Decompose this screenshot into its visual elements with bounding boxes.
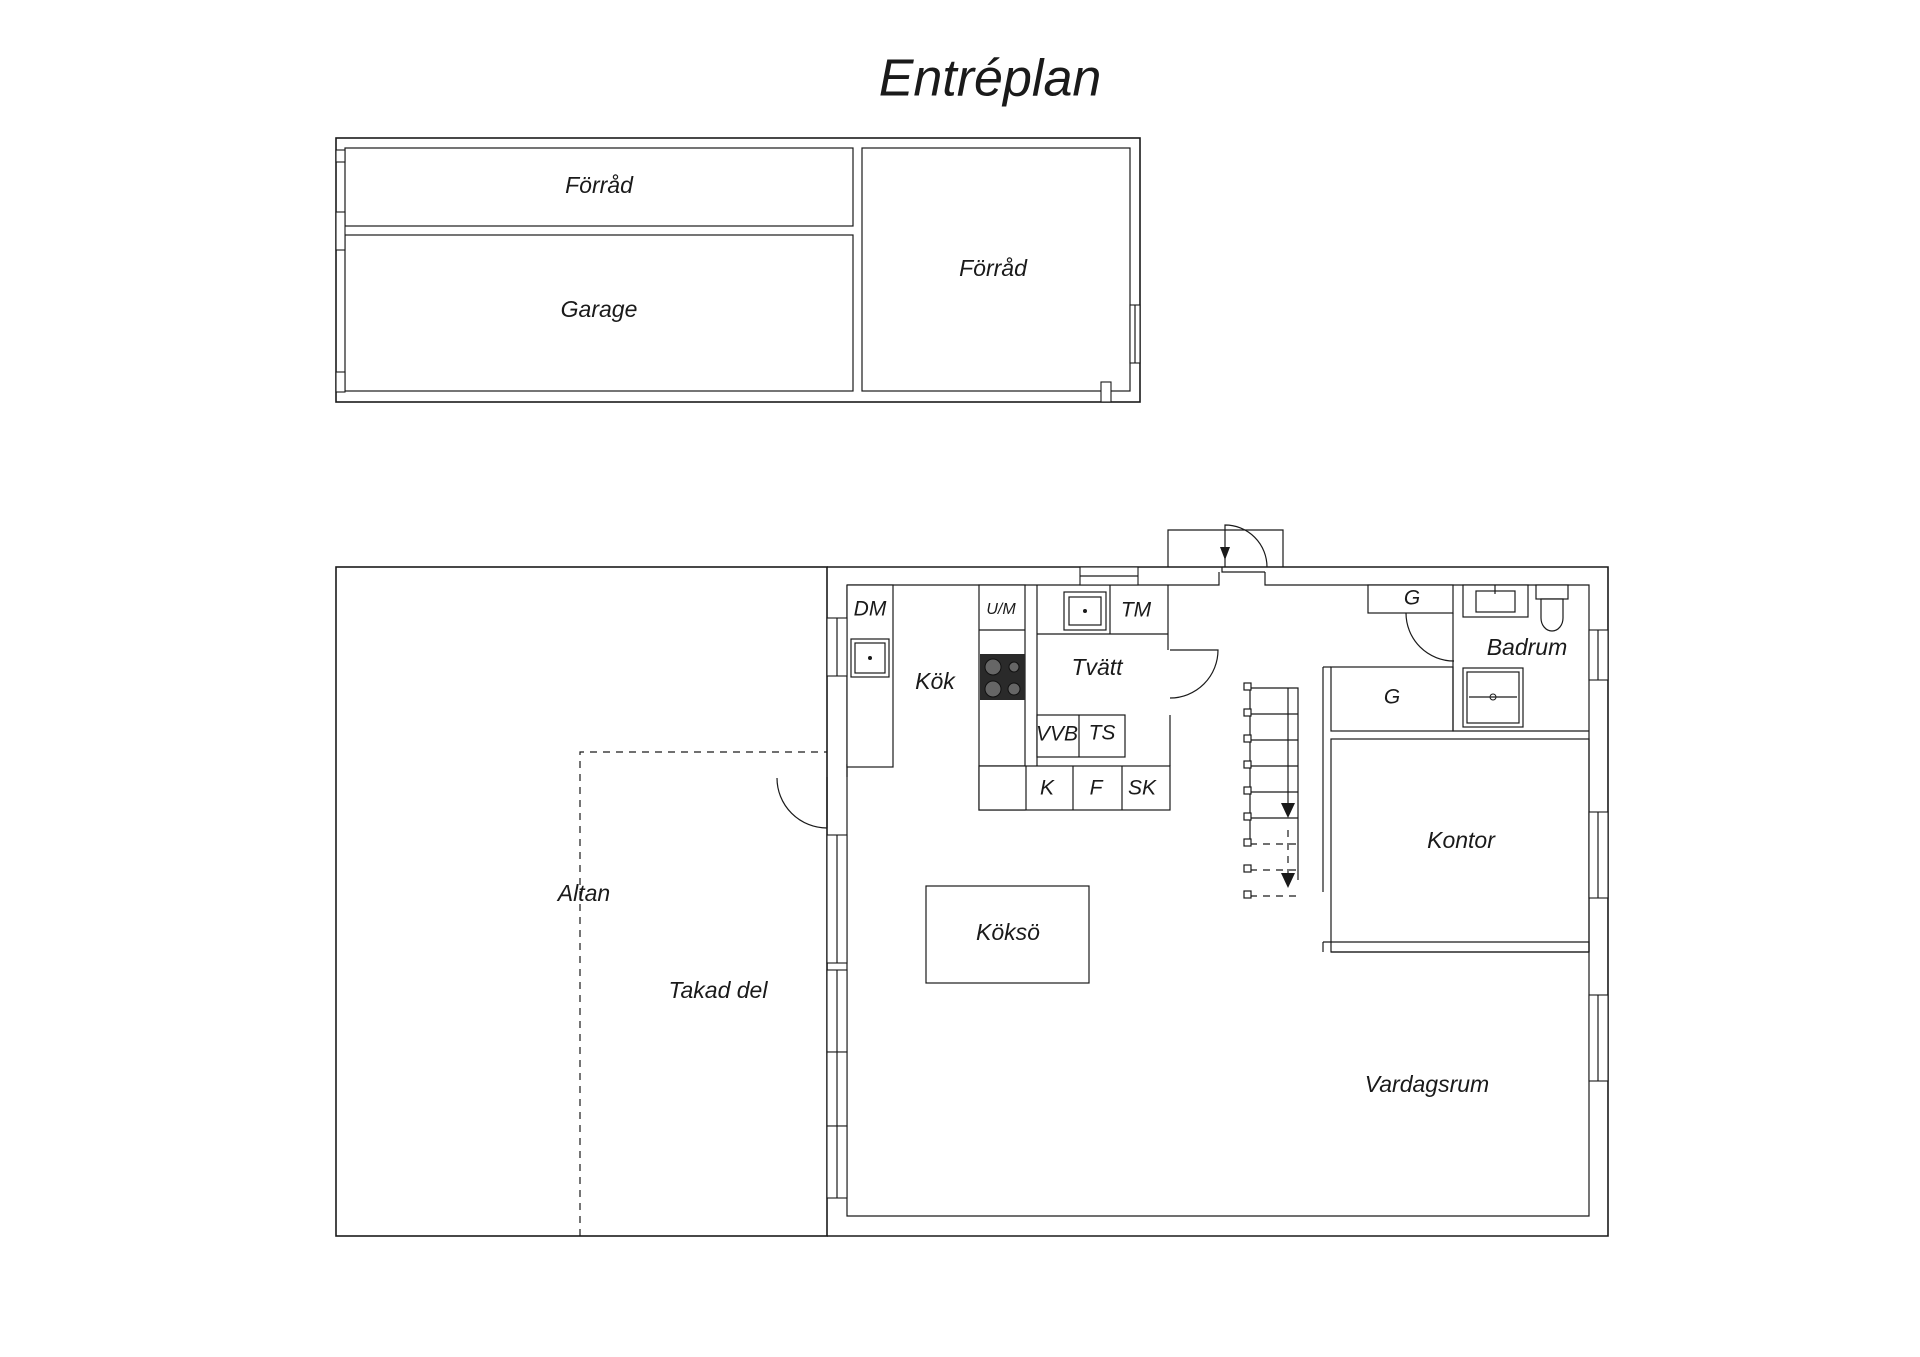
staircase xyxy=(1243,682,1299,899)
covered-part-outline xyxy=(579,751,827,1236)
stair-nosing xyxy=(1243,682,1252,691)
house-interior-line xyxy=(847,572,1220,586)
wardrobe xyxy=(1330,666,1454,732)
house-exterior-wall xyxy=(827,566,1609,1237)
office-wall xyxy=(1323,941,1590,952)
fixture-label-dryer: TM xyxy=(1121,599,1152,622)
garage-room xyxy=(344,234,854,392)
main-house: Altan Takad del Kök Tvätt Köksö Badrum K… xyxy=(335,524,1609,1237)
stair-nosing xyxy=(1243,760,1252,769)
fixture-label-microwave: U/M xyxy=(986,601,1016,618)
stove-burner xyxy=(1007,682,1021,696)
stove-burner xyxy=(984,680,1002,698)
toilet-bowl xyxy=(1540,598,1564,632)
room-label-laundry: Tvätt xyxy=(1071,654,1124,680)
room-label-storage: Förråd xyxy=(565,172,634,198)
fixture-label-wardrobe: G xyxy=(1404,587,1420,610)
outbuilding-outer-wall xyxy=(335,137,1141,403)
outbuilding: Förråd Garage Förråd xyxy=(335,137,1141,403)
fixture-label-cabinet: SK xyxy=(1128,777,1157,800)
stair-arrow xyxy=(1281,803,1295,818)
deck-door-swing xyxy=(776,777,828,829)
laundry-door-swing xyxy=(1169,649,1219,699)
stair-nosing xyxy=(1243,786,1252,795)
sink-drain xyxy=(868,656,872,660)
fixture-label-fridge: K xyxy=(1040,777,1055,800)
plan-title: Entréplan xyxy=(879,50,1102,108)
kitchen-sink-basin xyxy=(854,642,886,674)
stove-burner xyxy=(1008,661,1020,673)
door-jamb xyxy=(335,371,346,393)
bathroom-wall xyxy=(1452,667,1589,732)
room-label-office: Kontor xyxy=(1427,827,1496,853)
room-label-living-room: Vardagsrum xyxy=(1365,1071,1489,1097)
laundry-sink-basin xyxy=(1068,596,1102,626)
fixture-label-dishwasher: DM xyxy=(854,598,887,621)
entrance-arrow xyxy=(1220,547,1230,560)
room-label-kitchen: Kök xyxy=(915,668,956,694)
door-jamb xyxy=(335,211,346,251)
wardrobe xyxy=(1367,584,1454,614)
appliance-row xyxy=(978,765,1171,811)
toilet-tank xyxy=(1535,584,1569,600)
laundry-fixture-block xyxy=(1036,714,1126,758)
entrance-door-swing xyxy=(1224,524,1268,568)
stair-nosing xyxy=(1243,734,1252,743)
room-label-storage: Förråd xyxy=(959,255,1028,281)
stair-nosing xyxy=(1243,812,1252,821)
fixture-label-wardrobe: G xyxy=(1384,686,1400,709)
stair-nosing xyxy=(1243,890,1252,899)
kitchen-island xyxy=(925,885,1090,984)
fixture-label-freezer: F xyxy=(1090,777,1104,800)
stove-burner xyxy=(984,658,1002,676)
storage-top-room xyxy=(344,147,854,227)
stair-arrow xyxy=(1281,873,1295,888)
stair-nosing xyxy=(1243,708,1252,717)
storage-right-room xyxy=(861,147,1131,392)
shower-tray xyxy=(1466,671,1520,724)
room-label-deck: Altan xyxy=(556,880,610,906)
room-label-garage: Garage xyxy=(561,296,638,322)
stair-nosing xyxy=(1243,864,1252,873)
fixture-label-water-heater: VVB xyxy=(1036,723,1078,746)
door-jamb xyxy=(1100,381,1112,403)
sink-drain xyxy=(1083,609,1087,613)
door-jamb xyxy=(335,149,346,163)
room-label-bathroom: Badrum xyxy=(1487,634,1568,660)
bathroom-door-swing xyxy=(1405,612,1455,662)
room-label-covered-part: Takad del xyxy=(669,977,769,1003)
stair-nosing xyxy=(1243,838,1252,847)
fixture-label-drying-cabinet: TS xyxy=(1089,722,1116,745)
entrance-porch xyxy=(1221,567,1265,573)
room-label-kitchen-island: Köksö xyxy=(976,919,1040,945)
stair-stringer xyxy=(1250,687,1299,880)
